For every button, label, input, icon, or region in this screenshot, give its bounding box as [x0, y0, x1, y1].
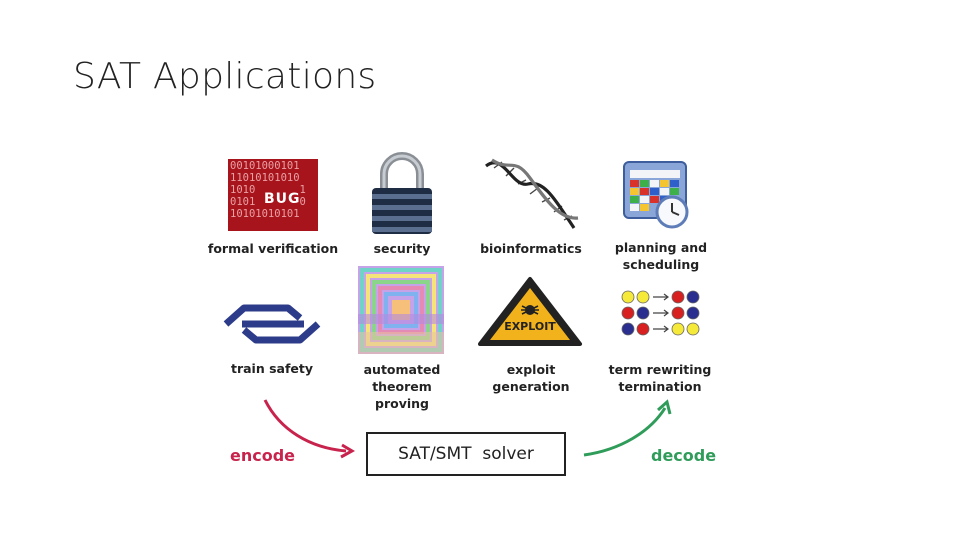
label-security: security [373, 241, 431, 256]
bug-binary-row: 0101 0 [230, 196, 306, 208]
dna-helix-icon [485, 158, 579, 229]
encode-arrow [263, 399, 347, 453]
colored-dots-rewrite-icon [621, 290, 700, 336]
decode-label: decode [651, 446, 717, 465]
padlock-icon [372, 152, 432, 234]
bug-binary-row: 1010 1 [230, 184, 306, 196]
page-title: SAT Applications [73, 56, 377, 97]
puzzle-pattern-icon [358, 266, 444, 354]
decode-arrow [583, 407, 667, 457]
encode-label: encode [230, 446, 296, 465]
exploit-warning-icon: EXPLOIT [478, 277, 582, 346]
encode-arrowhead [340, 443, 356, 459]
label-train-safety: train safety [230, 361, 314, 376]
label-formal-verification: formal verification [207, 241, 339, 256]
label-term-rewriting-termination: term rewriting termination [608, 362, 712, 394]
sat-smt-solver-box: SAT/SMT solver [366, 432, 566, 476]
bug-binary-row: 10101010101 [230, 208, 300, 220]
calendar-clock-icon [623, 161, 689, 229]
label-planning-scheduling: planning and scheduling [614, 240, 708, 272]
label-automated-theorem-proving: automated theorem proving [363, 362, 441, 411]
label-bioinformatics: bioinformatics [480, 241, 582, 256]
exploit-sign-text: EXPLOIT [504, 320, 556, 333]
bug-tag: BUG [264, 191, 301, 207]
label-exploit-generation: exploit generation [492, 362, 570, 394]
bug-binary-row: 00101000101 [230, 160, 300, 172]
bug-binary-row: 11010101010 [230, 172, 300, 184]
railway-logo-icon [223, 304, 321, 344]
solver-label: SAT/SMT solver [398, 444, 534, 464]
decode-arrowhead [657, 399, 672, 415]
